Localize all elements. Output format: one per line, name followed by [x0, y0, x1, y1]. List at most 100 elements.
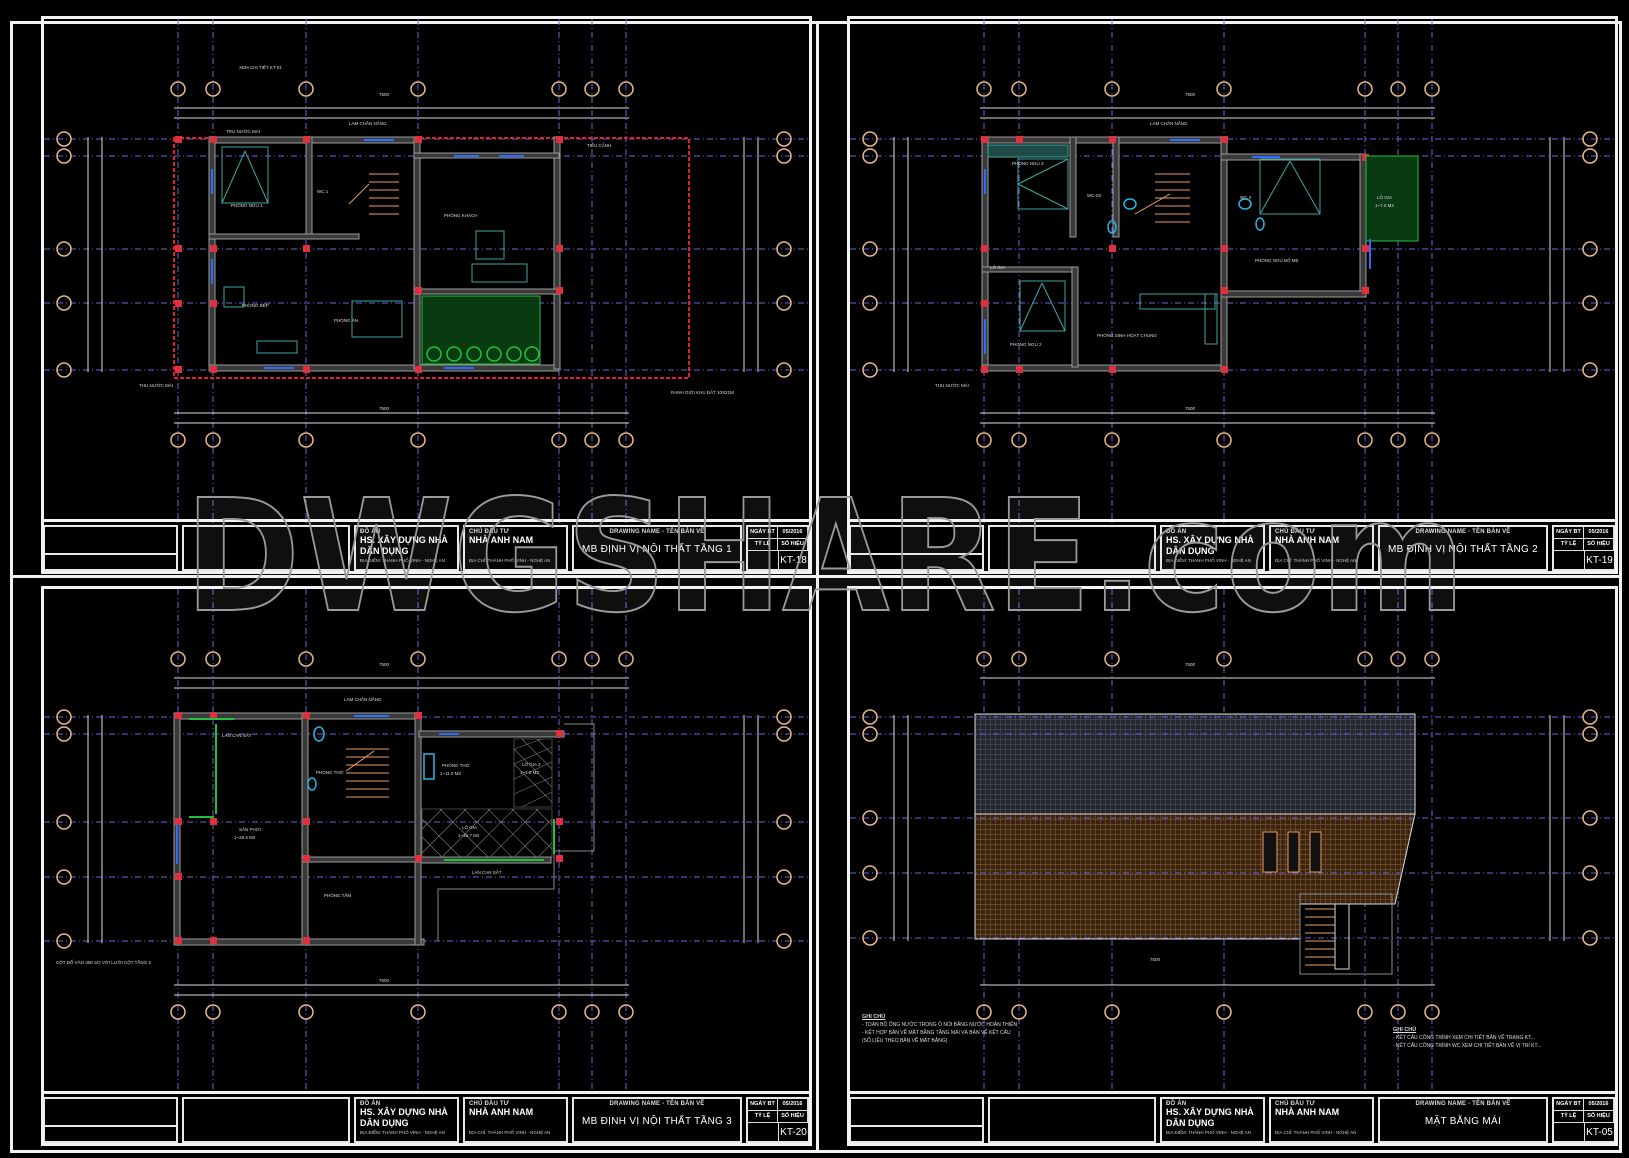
svg-text:7500: 7500: [379, 978, 390, 983]
title-block-project: ĐỒ ÁN HS. XÂY DỰNG NHÀ DÂN DỤNG ĐỊA ĐIỂM…: [1160, 1097, 1265, 1143]
svg-text:PHÒNG NGỦ BỐ MẸ: PHÒNG NGỦ BỐ MẸ: [1255, 257, 1299, 263]
svg-text:1~16.7 M2: 1~16.7 M2: [458, 833, 480, 838]
title-block-signature-cell: [182, 1097, 350, 1143]
svg-text:WC-03: WC-03: [1087, 193, 1101, 198]
drawing-title: MB ĐỊNH VỊ NỘI THẤT TẦNG 2: [1387, 544, 1539, 555]
title-block-project: ĐỒ ÁN HS. XÂY DỰNG NHÀ DÂN DỤNG ĐỊA ĐIỂM…: [354, 525, 459, 571]
svg-text:1~7.0 M2: 1~7.0 M2: [1375, 203, 1394, 208]
title-block-sheet-info: NGÀY BT 05/2016 TỶ LỆ SỐ HIỆU KT-18: [746, 525, 809, 571]
svg-text:PHÒNG THỜ: PHÒNG THỜ: [442, 762, 470, 768]
drawing-title: MẶT BẰNG MÁI: [1424, 1116, 1502, 1127]
title-block-owner: CHỦ ĐẦU TƯ NHÀ ANH NAM ĐỊA CHỈ: THÀNH PH…: [1269, 1097, 1374, 1143]
svg-text:TIỂU CẢNH: TIỂU CẢNH: [587, 142, 611, 148]
project-name: HS. XÂY DỰNG NHÀ DÂN DỤNG: [360, 535, 448, 556]
owner-name: NHÀ ANH NAM: [1275, 1107, 1340, 1117]
svg-text:PHÒNG TẮM: PHÒNG TẮM: [324, 891, 351, 898]
svg-text:LÔ GIA: LÔ GIA: [990, 264, 1005, 270]
owner-name: NHÀ ANH NAM: [469, 535, 534, 545]
svg-text:CỘT ĐỔ VÀO 300 SO VỚI LƯỚI CỘT: CỘT ĐỔ VÀO 300 SO VỚI LƯỚI CỘT TẦNG 2: [56, 959, 151, 965]
sheet-number: KT-05: [1584, 1123, 1614, 1141]
svg-text:7500: 7500: [379, 92, 390, 97]
svg-text:LÔ GIA: LÔ GIA: [1377, 194, 1392, 200]
svg-text:LAN CAN SẮT: LAN CAN SẮT: [222, 731, 252, 738]
title-block-drawing-name: DRAWING NAME - TÊN BẢN VẼ MẶT BẰNG MÁI: [1378, 1097, 1548, 1143]
svg-text:7500: 7500: [1185, 406, 1196, 411]
svg-text:LÔ GIA 2: LÔ GIA 2: [522, 761, 541, 767]
title-block-drawing-name: DRAWING NAME - TÊN BẢN VẼ MB ĐỊNH VỊ NỘI…: [572, 1097, 742, 1143]
title-block-logo-cell: [44, 525, 178, 571]
title-block-signature-cell: [988, 525, 1156, 571]
title-block-logo-cell: [850, 1097, 984, 1143]
sheet-roof-plan: 7500 7500 GHI CHÚ - TOÀN BỘ ỐNG NƯỚC TRON…: [847, 586, 1618, 1146]
title-block: ĐỒ ÁN HS. XÂY DỰNG NHÀ DÂN DỤNG ĐỊA ĐIỂM…: [850, 519, 1615, 571]
svg-text:1~26.5 M2: 1~26.5 M2: [234, 835, 256, 840]
title-block-owner: CHỦ ĐẦU TƯ NHÀ ANH NAM ĐỊA CHỈ: THÀNH PH…: [1269, 525, 1374, 571]
svg-text:LAM CHẮN NẮNG: LAM CHẮN NẮNG: [349, 119, 387, 126]
title-block: ĐỒ ÁN HS. XÂY DỰNG NHÀ DÂN DỤNG ĐỊA ĐIỂM…: [44, 519, 809, 571]
svg-text:PHÒNG KHÁCH: PHÒNG KHÁCH: [444, 212, 478, 218]
svg-text:TRỤ NƯỚC MÁI: TRỤ NƯỚC MÁI: [226, 128, 260, 134]
svg-text:1~11.0 M2: 1~11.0 M2: [440, 771, 462, 776]
title-block-logo-cell: [44, 1097, 178, 1143]
svg-text:7500: 7500: [1185, 92, 1196, 97]
title-block: ĐỒ ÁN HS. XÂY DỰNG NHÀ DÂN DỤNG ĐỊA ĐIỂM…: [44, 1091, 809, 1143]
svg-text:LAM CHẮN NẮNG: LAM CHẮN NẮNG: [1150, 119, 1188, 126]
title-block-signature-cell: [988, 1097, 1156, 1143]
title-block-sheet-info: NGÀY BT 05/2016 TỶ LỆ SỐ HIỆU KT-19: [1552, 525, 1615, 571]
project-name: HS. XÂY DỰNG NHÀ DÂN DỤNG: [1166, 1107, 1254, 1128]
svg-text:PHÒNG NGỦ 1: PHÒNG NGỦ 1: [231, 202, 263, 208]
svg-text:PHÒNG SINH HOẠT CHUNG: PHÒNG SINH HOẠT CHUNG: [1097, 332, 1157, 338]
floor-plan-3-drawing: LAM CHẮN NẮNG LAN CAN SẮT PHÒNG THỜ SÂN PH…: [44, 589, 809, 1094]
svg-text:WC 2: WC 2: [1240, 195, 1252, 200]
project-name: HS. XÂY DỰNG NHÀ DÂN DỤNG: [1166, 535, 1254, 556]
owner-name: NHÀ ANH NAM: [469, 1107, 534, 1117]
title-block-owner: CHỦ ĐẦU TƯ NHÀ ANH NAM ĐỊA CHỈ: THÀNH PH…: [463, 525, 568, 571]
svg-text:7500: 7500: [1150, 957, 1161, 962]
svg-text:RANH GIỚI KHU ĐẤT 10X21M: RANH GIỚI KHU ĐẤT 10X21M: [671, 389, 734, 395]
svg-text:PHÒNG BẾP: PHÒNG BẾP: [242, 302, 269, 308]
svg-text:LAN CAN SẮT: LAN CAN SẮT: [472, 868, 502, 875]
title-block: ĐỒ ÁN HS. XÂY DỰNG NHÀ DÂN DỤNG ĐỊA ĐIỂM…: [850, 1091, 1615, 1143]
floor-plan-2-drawing: LAM CHẮN NẮNG PHÒNG NGỦ 3 WC-03 WC 2 PHÒNG …: [850, 19, 1615, 524]
svg-text:7500: 7500: [1185, 662, 1196, 667]
svg-text:PHÒNG NGỦ 2: PHÒNG NGỦ 2: [1010, 341, 1042, 347]
sheet-divider-horizontal: [10, 575, 1622, 578]
svg-text:PHÒNG ĂN: PHÒNG ĂN: [334, 317, 358, 323]
svg-text:SÂN PHƠI: SÂN PHƠI: [239, 826, 261, 832]
title-block-owner: CHỦ ĐẦU TƯ NHÀ ANH NAM ĐỊA CHỈ: THÀNH PH…: [463, 1097, 568, 1143]
svg-text:WC 1: WC 1: [317, 189, 329, 194]
svg-text:LÔ GIA: LÔ GIA: [462, 824, 477, 830]
owner-name: NHÀ ANH NAM: [1275, 535, 1340, 545]
sheet-floor-3: LAM CHẮN NẮNG LAN CAN SẮT PHÒNG THỜ SÂN PH…: [41, 586, 812, 1146]
svg-text:7500: 7500: [379, 662, 390, 667]
svg-text:7500: 7500: [379, 406, 390, 411]
sheet-number: KT-19: [1584, 551, 1614, 569]
roof-notes-left: GHI CHÚ - TOÀN BỘ ỐNG NƯỚC TRONG Ô NỔI B…: [862, 1014, 1018, 1044]
roof-plan-drawing: 7500 7500: [850, 589, 1615, 1094]
sheet-number: KT-18: [778, 551, 808, 569]
svg-text:THU NƯỚC MÁI: THU NƯỚC MÁI: [935, 382, 969, 388]
title-block-logo-cell: [850, 525, 984, 571]
drawing-title: MB ĐỊNH VỊ NỘI THẤT TẦNG 1: [581, 544, 733, 555]
sheet-floor-2: LAM CHẮN NẮNG PHÒNG NGỦ 3 WC-03 WC 2 PHÒNG …: [847, 16, 1618, 574]
sheet-divider-vertical: [816, 21, 819, 1153]
title-block-sheet-info: NGÀY BT 05/2016 TỶ LỆ SỐ HIỆU KT-20: [746, 1097, 809, 1143]
title-block-project: ĐỒ ÁN HS. XÂY DỰNG NHÀ DÂN DỤNG ĐỊA ĐIỂM…: [1160, 525, 1265, 571]
title-block-drawing-name: DRAWING NAME - TÊN BẢN VẼ MB ĐỊNH VỊ NỘI…: [572, 525, 742, 571]
svg-text:PHÒNG THỜ: PHÒNG THỜ: [316, 769, 344, 775]
title-block-drawing-name: DRAWING NAME - TÊN BẢN VẼ MB ĐỊNH VỊ NỘI…: [1378, 525, 1548, 571]
title-block-signature-cell: [182, 525, 350, 571]
svg-text:LAM CHẮN NẮNG: LAM CHẮN NẮNG: [344, 695, 382, 702]
drawing-title: MB ĐỊNH VỊ NỘI THẤT TẦNG 3: [581, 1116, 733, 1127]
svg-text:XEM CHI TIẾT KT-01: XEM CHI TIẾT KT-01: [239, 64, 282, 70]
svg-text:1~7.6 M2: 1~7.6 M2: [520, 770, 539, 775]
title-block-sheet-info: NGÀY BT 05/2016 TỶ LỆ SỐ HIỆU KT-05: [1552, 1097, 1615, 1143]
roof-notes-right: GHI CHÚ - KẾT CẤU CÔNG TRÌNH XEM CHI TIẾ…: [1393, 1027, 1542, 1049]
svg-text:THU NƯỚC MÁI: THU NƯỚC MÁI: [139, 382, 173, 388]
title-block-project: ĐỒ ÁN HS. XÂY DỰNG NHÀ DÂN DỤNG ĐỊA ĐIỂM…: [354, 1097, 459, 1143]
sheet-number: KT-20: [778, 1123, 808, 1141]
svg-text:PHÒNG NGỦ 3: PHÒNG NGỦ 3: [1012, 160, 1044, 166]
project-name: HS. XÂY DỰNG NHÀ DÂN DỤNG: [360, 1107, 448, 1128]
